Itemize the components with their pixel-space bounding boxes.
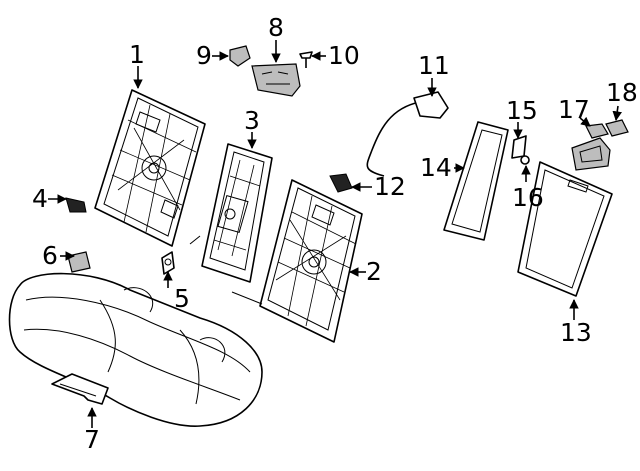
seat-back-frame-center xyxy=(189,143,273,283)
callout-16: 16 xyxy=(512,183,544,212)
part-5-bracket xyxy=(161,251,175,275)
seat-back-frame-left xyxy=(94,89,206,247)
callout-10: 10 xyxy=(328,41,360,70)
callout-15: 15 xyxy=(506,96,538,125)
callout-1: 1 xyxy=(129,40,145,69)
callout-17: 17 xyxy=(558,95,590,124)
part-16-washer xyxy=(520,155,530,165)
part-4-clip xyxy=(65,197,87,213)
part-10-screw xyxy=(299,51,313,68)
callout-8: 8 xyxy=(268,13,284,42)
part-7-trim xyxy=(51,373,109,405)
part-12-latch xyxy=(329,173,353,193)
callout-4: 4 xyxy=(32,184,48,213)
callout-7: 7 xyxy=(84,425,100,454)
part-6-pad xyxy=(67,251,91,273)
callout-13: 13 xyxy=(560,318,592,347)
callout-12: 12 xyxy=(374,172,406,201)
leader-lines xyxy=(48,40,622,428)
part-17-cap xyxy=(585,123,609,139)
callout-9: 9 xyxy=(196,41,212,70)
part-18-cap xyxy=(605,119,629,137)
part-9-clip xyxy=(229,45,251,67)
seat-cushion xyxy=(8,272,263,427)
part-13-panel xyxy=(517,161,613,297)
part-15-clip xyxy=(511,135,527,159)
seat-back-frame-right xyxy=(231,179,363,343)
callout-2: 2 xyxy=(366,257,382,286)
callout-11: 11 xyxy=(418,51,450,80)
callout-3: 3 xyxy=(244,106,260,135)
headrest-bezel xyxy=(571,137,611,171)
callout-5: 5 xyxy=(174,284,190,313)
part-8-cover xyxy=(251,63,301,97)
callout-14: 14 xyxy=(420,153,452,182)
callout-18: 18 xyxy=(606,78,638,107)
part-14-panel xyxy=(443,121,509,241)
callout-6: 6 xyxy=(42,241,58,270)
